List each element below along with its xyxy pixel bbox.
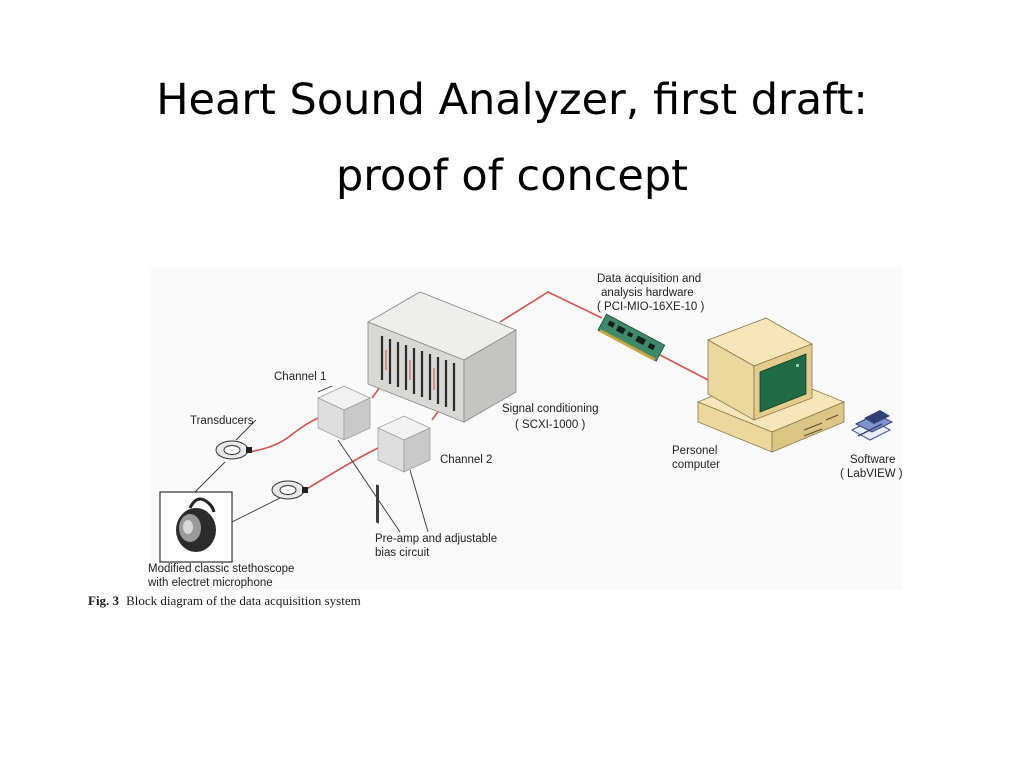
figure-caption-number: Fig. 3 xyxy=(88,593,120,608)
transducer-2 xyxy=(271,480,308,500)
label-daq-line-1: Data acquisition and xyxy=(597,273,701,285)
label-daq-line-2: analysis hardware xyxy=(601,287,694,299)
personal-computer xyxy=(696,317,846,453)
wire-daq-to-pc xyxy=(659,354,713,383)
label-signal-conditioning-line-1: Signal conditioning xyxy=(502,403,599,415)
label-channel-1: Channel 1 xyxy=(274,371,326,383)
leader-transducer2-to-steth xyxy=(231,497,281,523)
slide-title-line-1: Heart Sound Analyzer, first draft: xyxy=(156,75,868,125)
label-daq-line-3: ( PCI-MIO-16XE-10 ) xyxy=(597,301,705,313)
label-software-line-2: ( LabVIEW ) xyxy=(840,468,903,480)
daq-board xyxy=(597,313,666,362)
monitor-screen xyxy=(759,353,807,413)
label-transducers: Transducers xyxy=(190,415,254,427)
figure-caption: Fig. 3 Block diagram of the data acquisit… xyxy=(88,593,361,609)
stethoscope-photo xyxy=(159,491,233,563)
label-channel-2: Channel 2 xyxy=(440,454,492,466)
slide-title: Heart Sound Analyzer, first draft: proof… xyxy=(40,62,984,214)
label-preamp-line-2: bias circuit xyxy=(375,547,430,559)
label-software-line-1: Software xyxy=(850,454,895,466)
label-stethoscope-line-2: with electret microphone xyxy=(147,577,273,589)
label-signal-conditioning-line-2: ( SCXI-1000 ) xyxy=(515,419,585,431)
scxi-chassis xyxy=(367,291,517,524)
leader-preamp-ch1 xyxy=(337,439,401,533)
figure-caption-text: Block diagram of the data acquisition sy… xyxy=(126,593,361,608)
wire-transducer1-to-ch1 xyxy=(247,417,319,453)
leader-lines xyxy=(194,385,429,533)
preamp-box-channel-2 xyxy=(377,415,431,473)
leader-transducer1-to-steth xyxy=(194,461,226,493)
label-personal-computer-line-1: Personel xyxy=(672,445,717,457)
leader-transducers xyxy=(235,419,257,441)
wire-transducer2-to-ch2 xyxy=(304,447,379,491)
scxi-module-slot xyxy=(376,484,379,524)
transducer-1 xyxy=(215,440,252,460)
label-preamp-line-1: Pre-amp and adjustable xyxy=(375,533,497,545)
label-stethoscope-line-1: Modified classic stethoscope xyxy=(148,563,294,575)
leader-channel1 xyxy=(317,385,333,393)
label-personal-computer-line-2: computer xyxy=(672,459,720,471)
leader-preamp-ch2 xyxy=(409,469,429,533)
wire-chassis-to-daq xyxy=(499,291,603,323)
preamp-box-channel-1 xyxy=(317,385,371,441)
slide-title-line-2: proof of concept xyxy=(335,151,689,201)
labview-software-icon xyxy=(850,410,894,441)
